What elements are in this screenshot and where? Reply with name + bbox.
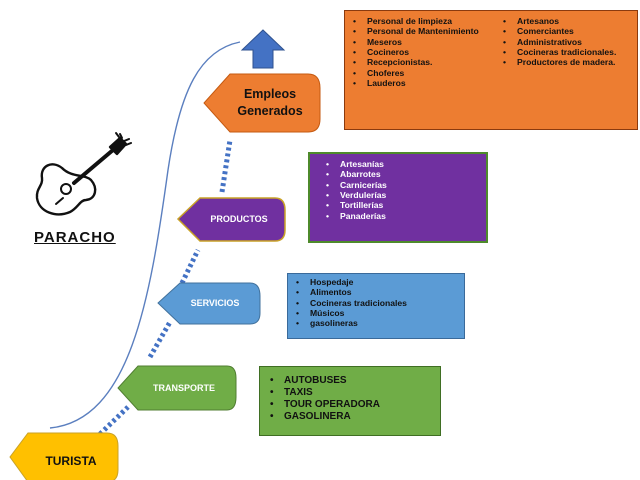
empleos-list-box: Personal de limpieza Personal de Manteni…: [344, 10, 638, 130]
list-item: Choferes: [351, 68, 501, 79]
servicios-list: Hospedaje Alimentos Cocineras tradiciona…: [294, 277, 458, 329]
list-item: Meseros: [351, 37, 501, 48]
list-item: Verdulerías: [324, 190, 478, 201]
growth-curve: [49, 41, 241, 429]
productos-shape: [176, 197, 286, 242]
connector-transporte-servicios: [147, 320, 173, 359]
page-title: PARACHO: [34, 229, 116, 246]
list-item: AUTOBUSES: [268, 375, 434, 387]
list-item: Cocineros: [351, 47, 501, 58]
transporte-list-box: AUTOBUSES TAXIS TOUR OPERADORA GASOLINER…: [259, 366, 441, 436]
list-item: GASOLINERA: [268, 411, 434, 423]
empleos-label: Empleos Generados: [222, 80, 318, 126]
transporte-label: TRANSPORTE: [152, 383, 215, 393]
list-item: Abarrotes: [324, 169, 478, 180]
guitar-icon: [35, 132, 132, 216]
list-item: Tortillerías: [324, 200, 478, 211]
list-item: Lauderos: [351, 78, 501, 89]
list-item: Personal de limpieza: [351, 16, 501, 27]
transporte-list: AUTOBUSES TAXIS TOUR OPERADORA GASOLINER…: [268, 375, 434, 423]
list-item: Hospedaje: [294, 277, 458, 288]
connector-turista-transporte: [98, 405, 130, 436]
list-item: Músicos: [294, 308, 458, 319]
connector-servicios-productos: [179, 248, 201, 285]
list-item: Alimentos: [294, 287, 458, 298]
list-item: Cocineras tradicionales.: [501, 47, 629, 58]
productos-list-box: Artesanías Abarrotes Carnicerías Verdule…: [308, 152, 488, 243]
turista-shape: [9, 432, 119, 480]
servicios-label: SERVICIOS: [190, 298, 240, 308]
list-item: Carnicerías: [324, 180, 478, 191]
servicios-list-box: Hospedaje Alimentos Cocineras tradiciona…: [287, 273, 465, 339]
list-item: Artesanías: [324, 159, 478, 170]
productos-list: Artesanías Abarrotes Carnicerías Verdule…: [324, 159, 478, 221]
list-item: Personal de Mantenimiento: [351, 26, 501, 37]
transporte-shape: [117, 365, 237, 411]
list-item: Administrativos: [501, 37, 629, 48]
list-item: gasolineras: [294, 318, 458, 329]
productos-label: PRODUCTOS: [210, 214, 268, 224]
empleos-list-col1: Personal de limpieza Personal de Manteni…: [351, 16, 501, 124]
empleos-list-col2: Artesanos Comerciantes Administrativos C…: [501, 16, 629, 124]
list-item: TAXIS: [268, 387, 434, 399]
servicios-shape: [157, 282, 261, 325]
empleos-label-line1: Empleos: [243, 87, 297, 102]
empleos-label-line2: Generados: [237, 104, 303, 118]
list-item: Panaderías: [324, 211, 478, 222]
empleos-shape: [203, 73, 321, 133]
list-item: Artesanos: [501, 16, 629, 27]
turista-label: TURISTA: [45, 454, 97, 468]
list-item: Recepcionistas.: [351, 57, 501, 68]
up-arrow-icon: [240, 29, 286, 69]
list-item: TOUR OPERADORA: [268, 399, 434, 411]
list-item: Comerciantes: [501, 26, 629, 37]
list-item: Cocineras tradicionales: [294, 298, 458, 309]
list-item: Productores de madera.: [501, 57, 629, 68]
connector-productos-empleos: [219, 139, 233, 193]
dotted-connectors: [98, 139, 233, 436]
